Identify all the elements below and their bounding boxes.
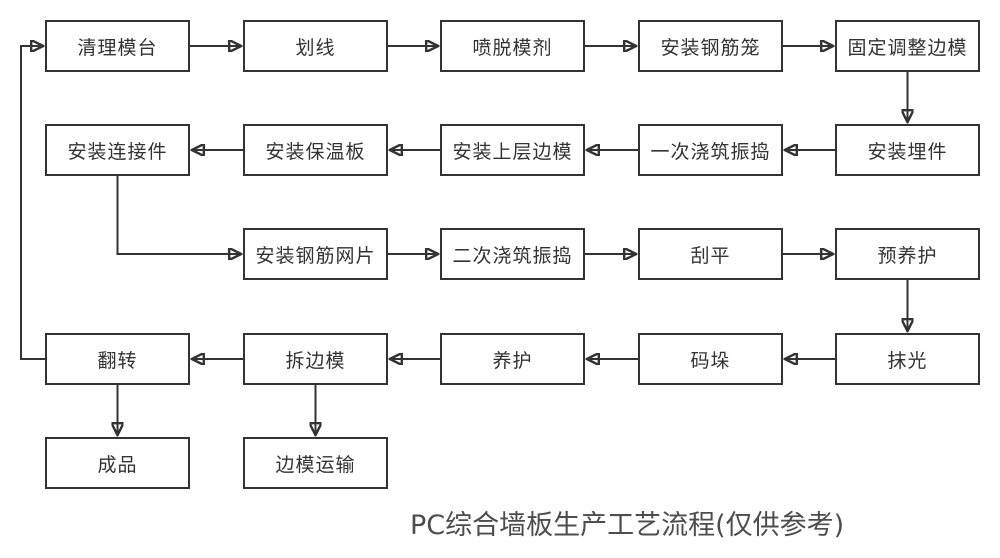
flow-node-curing: 养护 [440,333,585,385]
flow-node-fix-adjust-side-forms: 固定调整边模 [835,20,980,72]
flow-node-marking: 划线 [243,20,388,72]
flow-node-stacking: 码垛 [638,333,783,385]
flow-node-second-pour-vibrate: 二次浇筑振捣 [440,228,585,280]
flow-node-install-rebar-cage: 安装钢筋笼 [638,20,783,72]
flow-node-install-rebar-mesh: 安装钢筋网片 [243,228,388,280]
flow-node-clean-mold-platform: 清理模台 [45,20,190,72]
edge-flip-to-clean-loop [20,46,45,360]
flow-node-spray-release-agent: 喷脱模剂 [440,20,585,72]
flow-node-finished-product: 成品 [45,437,190,489]
flow-node-install-connectors: 安装连接件 [45,124,190,176]
flow-node-remove-side-forms: 拆边模 [243,333,388,385]
flow-node-install-embedded-parts: 安装埋件 [835,124,980,176]
diagram-title: PC综合墙板生产工艺流程(仅供参考) [410,510,845,541]
flow-node-install-upper-side-forms: 安装上层边模 [440,124,585,176]
flow-node-pre-curing: 预养护 [835,228,980,280]
flow-node-screeding: 刮平 [638,228,783,280]
flow-node-trowel-finish: 抹光 [835,333,980,385]
flow-node-first-pour-vibrate: 一次浇筑振捣 [638,124,783,176]
flow-node-side-form-transport: 边模运输 [243,437,388,489]
edge-connectors-to-mesh [116,176,241,254]
flow-node-install-insulation-board: 安装保温板 [243,124,388,176]
flow-node-flipping: 翻转 [45,333,190,385]
